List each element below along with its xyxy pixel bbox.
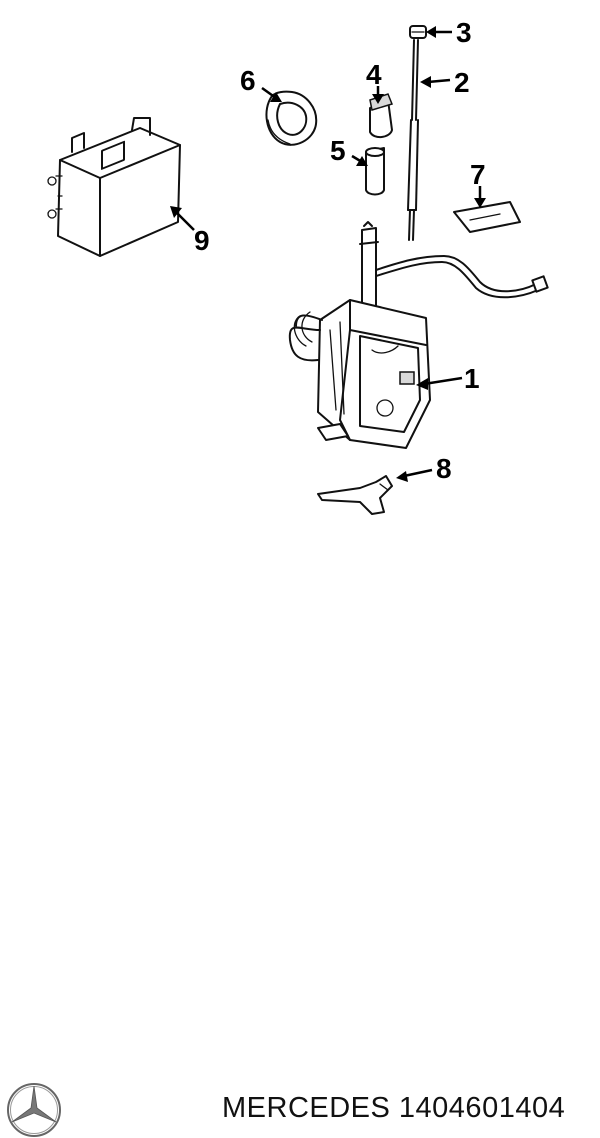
callout-3: 3: [456, 17, 472, 48]
part-number: 1404601404: [398, 1092, 566, 1124]
part-2-antenna-mast: [407, 39, 419, 241]
part-3-nut: [409, 25, 427, 39]
part-8-bracket: [317, 475, 393, 515]
part-9-control-module: [47, 117, 181, 257]
part-6-cable-grommet: [265, 90, 318, 146]
part-7-gasket: [453, 201, 521, 233]
footer: MERCEDES 1404601404: [0, 540, 600, 1137]
brand-and-part-number: MERCEDES 1404601404: [222, 1092, 565, 1125]
callout-2: 2: [454, 67, 470, 98]
brand-name: MERCEDES: [222, 1092, 391, 1124]
leader-lines: [170, 26, 486, 482]
callout-6: 6: [240, 65, 256, 96]
part-5-sleeve: [365, 147, 385, 196]
part-1-antenna-motor: [288, 221, 549, 449]
callout-5: 5: [330, 135, 346, 166]
callout-1: 1: [464, 363, 480, 394]
callout-4: 4: [366, 59, 382, 90]
callout-9: 9: [194, 225, 210, 256]
part-4-cap: [369, 93, 394, 138]
callout-7: 7: [470, 159, 486, 190]
mercedes-star-icon: [7, 1083, 61, 1137]
callout-8: 8: [436, 453, 452, 484]
parts-diagram: 1 2 3 4 5 6 7 8 9: [47, 17, 549, 515]
